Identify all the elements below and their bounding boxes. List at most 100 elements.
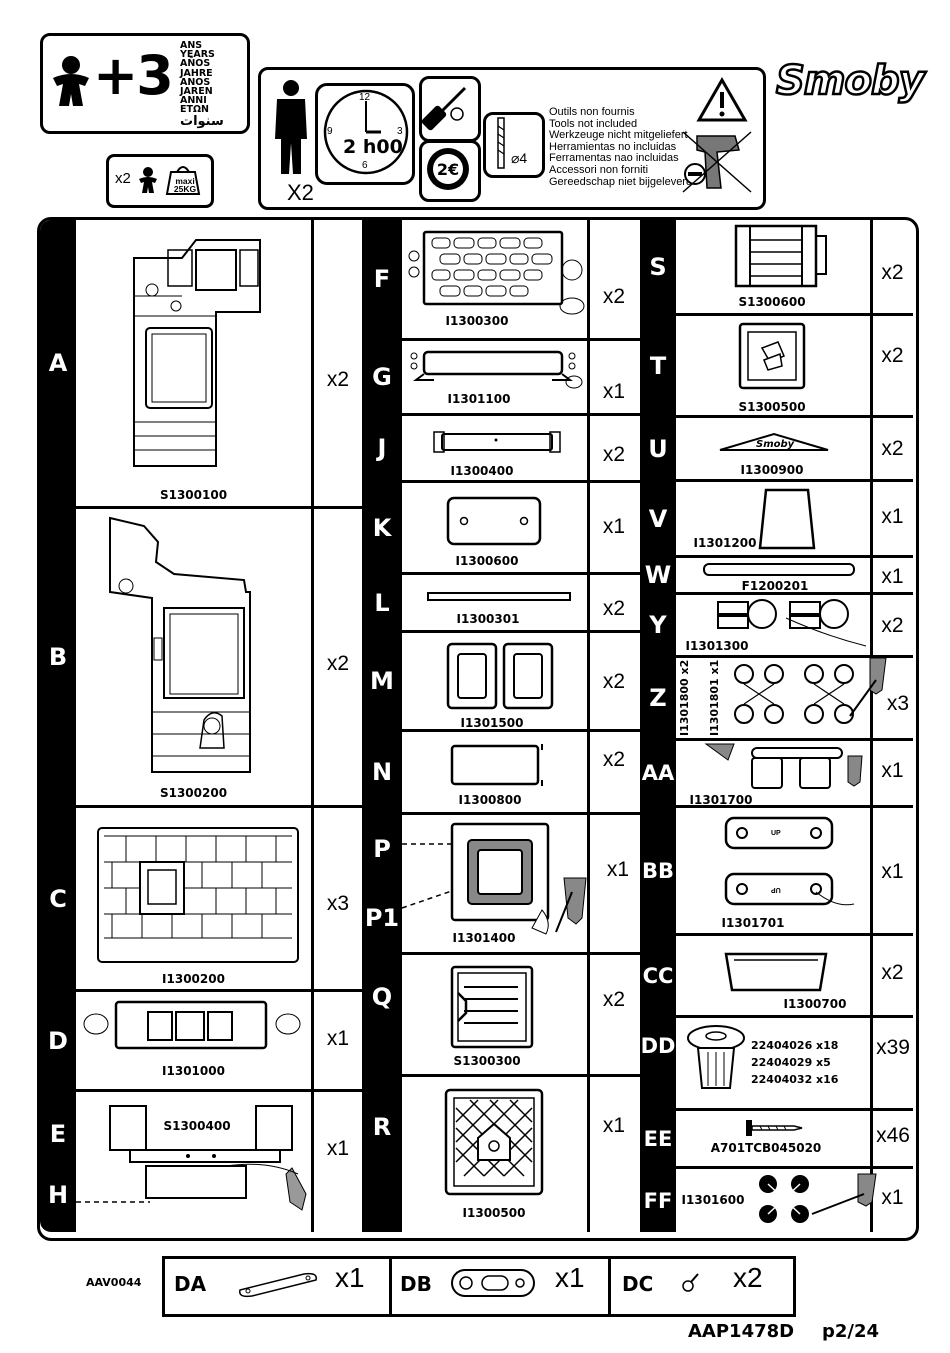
part-Z-code-2: I1301801 x1 xyxy=(708,659,721,736)
adults-count: X2 xyxy=(287,180,314,205)
drill-size: ⌀4 xyxy=(511,150,528,166)
part-V-code: I1301200 xyxy=(693,536,757,550)
part-C-drawing xyxy=(97,827,299,963)
part-F-qty: x2 xyxy=(602,285,626,308)
part-DD-qty: x39 xyxy=(876,1036,910,1059)
part-A-drawing xyxy=(133,239,261,467)
part-Q-code: S1300300 xyxy=(453,1054,521,1068)
assembly-time: 2 h00 xyxy=(343,136,403,158)
part-Q-qty: x2 xyxy=(602,988,626,1011)
part-CC-code: I1300700 xyxy=(783,997,847,1011)
screwdriver-icon xyxy=(421,86,467,131)
part-letter-Y: Y xyxy=(640,595,676,655)
part-BB-drawing xyxy=(724,816,855,906)
part-Y-code: I1301300 xyxy=(685,639,749,653)
part-letter-J: J xyxy=(362,416,402,480)
part-L-qty: x2 xyxy=(602,597,626,620)
part-S-drawing xyxy=(734,224,827,288)
part-letter-D: D xyxy=(40,992,76,1089)
drill-bit-icon xyxy=(497,117,505,169)
part-EE-qty: x46 xyxy=(876,1124,910,1147)
footer-qty-DB: x1 xyxy=(555,1262,585,1293)
part-C-code: I1300200 xyxy=(162,972,225,986)
part-letter-BB: BB xyxy=(640,808,676,933)
part-G-drawing xyxy=(410,350,583,389)
part-B-qty: x2 xyxy=(326,652,350,675)
footer-ref: AAV0044 xyxy=(86,1276,142,1289)
part-FF-drawing xyxy=(759,1173,877,1223)
part-M-qty: x2 xyxy=(602,670,626,693)
part-P-drawing xyxy=(401,822,550,935)
part-K-code: I1300600 xyxy=(455,554,519,568)
part-R-code: I1300500 xyxy=(462,1206,526,1220)
part-T-drawing xyxy=(738,322,806,390)
part-FF-code: I1301600 xyxy=(681,1193,745,1207)
part-U-code: I1300900 xyxy=(740,463,804,477)
part-U-logo: Smoby xyxy=(756,439,795,450)
part-U-drawing xyxy=(719,432,829,451)
child-small-icon xyxy=(139,167,157,193)
part-C-qty: x3 xyxy=(326,892,350,915)
part-Z-drawing xyxy=(734,657,887,724)
part-F-code: I1300300 xyxy=(445,314,509,328)
part-E-drawing xyxy=(109,1105,307,1211)
part-BB-code: I1301701 xyxy=(721,916,785,930)
part-V-drawing xyxy=(758,488,816,550)
part-letter-H: H xyxy=(48,1181,69,1209)
part-Q-drawing xyxy=(450,965,534,1049)
tools-not-included: Outils non fournis Tools not included We… xyxy=(549,106,693,188)
part-R-drawing xyxy=(444,1088,544,1196)
part-BB-mark-2: UP xyxy=(771,886,781,893)
part-CC-qty: x2 xyxy=(881,961,904,984)
part-L-drawing xyxy=(427,592,571,601)
part-BB-qty: x1 xyxy=(881,860,904,883)
part-letter-P-label: P xyxy=(373,835,391,864)
part-P-code: I1301400 xyxy=(452,931,516,945)
part-Z-code-1: I1301800 x2 xyxy=(678,659,691,736)
part-H-leader xyxy=(76,1201,150,1203)
part-F-drawing xyxy=(408,230,585,315)
part-N-drawing xyxy=(450,744,543,786)
part-letter-U: U xyxy=(640,418,676,479)
coin-icon: 2€ xyxy=(427,148,469,190)
part-G-qty: x1 xyxy=(602,380,626,403)
part-letter-DD: DD xyxy=(640,1018,676,1108)
child-icon xyxy=(53,56,89,106)
footer-qty-DA: x1 xyxy=(335,1262,365,1293)
part-W-code: F1200201 xyxy=(741,579,809,593)
part-J-qty: x2 xyxy=(602,443,626,466)
part-AA-qty: x1 xyxy=(881,759,904,782)
part-K-qty: x1 xyxy=(602,515,626,538)
part-DD-drawing xyxy=(687,1025,745,1089)
part-A-qty: x2 xyxy=(326,368,350,391)
part-R-qty: x1 xyxy=(602,1114,626,1137)
part-V-qty: x1 xyxy=(881,505,904,528)
page-number: p2/24 xyxy=(822,1321,880,1342)
svg-text:2€: 2€ xyxy=(437,160,459,179)
max-load-box: x2 maxi 25KG xyxy=(106,154,214,208)
part-G-code: I1301100 xyxy=(447,392,511,406)
knife-hand-icon xyxy=(555,877,587,933)
footer-letter-DB: DB xyxy=(400,1272,432,1296)
part-W-qty: x1 xyxy=(881,565,904,588)
part-AA-code: I1301700 xyxy=(689,793,753,807)
part-letter-G: G xyxy=(362,341,402,413)
part-L-code: I1300301 xyxy=(456,612,520,626)
part-T-code: S1300500 xyxy=(738,400,806,414)
part-letter-AA: AA xyxy=(640,741,676,805)
part-CC-drawing xyxy=(724,952,828,992)
part-letter-N: N xyxy=(362,732,402,812)
part-EE-code: A701TCB045020 xyxy=(710,1141,822,1155)
part-P-qty: x1 xyxy=(606,858,630,881)
part-DB-drawing xyxy=(451,1269,535,1297)
part-letter-K: K xyxy=(362,483,402,572)
clock-num-12: 12 xyxy=(359,92,371,103)
brand-logo-shape xyxy=(776,66,916,110)
assembly-info-box: X2 12 3 6 9 2 h00 2€ ⌀4 Outils non fourn… xyxy=(258,67,766,210)
footer-letter-DA: DA xyxy=(174,1272,207,1296)
part-letter-CC: CC xyxy=(640,936,676,1015)
part-N-code: I1300800 xyxy=(458,793,522,807)
part-letter-W: W xyxy=(640,558,676,592)
part-letter-EE: EE xyxy=(640,1111,676,1166)
